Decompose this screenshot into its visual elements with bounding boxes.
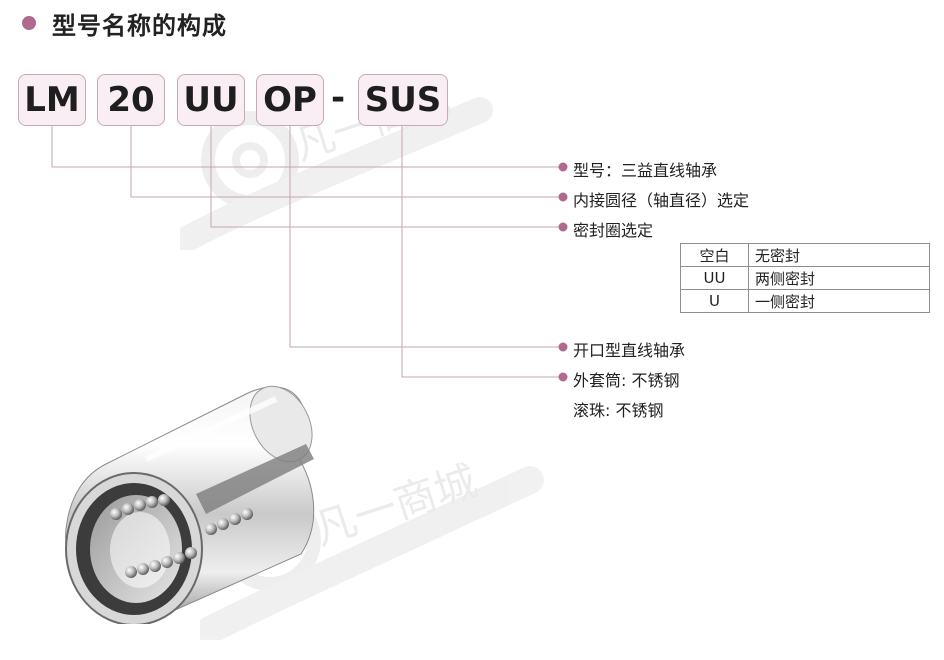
- bullet-dot-icon: [558, 342, 568, 352]
- bullet-dot-icon: [558, 372, 568, 382]
- desc-open-type: 开口型直线轴承: [573, 341, 686, 360]
- seal-code: U: [680, 289, 749, 313]
- leader-line-diameter: [130, 126, 560, 198]
- leader-line-material: [401, 126, 560, 378]
- desc-ball-material: 滚珠: 不锈钢: [573, 401, 664, 420]
- code-separator: -: [331, 78, 346, 118]
- desc-series: 型号：三益直线轴承: [573, 161, 718, 180]
- desc-seal: 密封圈选定: [573, 221, 654, 240]
- bullet-dot-icon: [22, 16, 36, 30]
- desc-diameter: 内接圆径（轴直径）选定: [573, 191, 750, 210]
- linear-bearing-image: [65, 385, 315, 624]
- seal-options-table: 空白 无密封 UU 两侧密封 U 一侧密封: [680, 243, 930, 313]
- code-box-open-type: OP: [256, 74, 324, 126]
- seal-meaning: 一侧密封: [748, 289, 930, 313]
- code-box-diameter: 20: [97, 74, 165, 126]
- code-box-series: LM: [18, 74, 86, 126]
- table-row: U 一侧密封: [680, 289, 930, 313]
- bullet-dot-icon: [558, 192, 568, 202]
- seal-code: UU: [680, 266, 749, 290]
- seal-code: 空白: [680, 243, 749, 267]
- code-box-material: SUS: [358, 74, 448, 126]
- seal-meaning: 无密封: [748, 243, 930, 267]
- seal-meaning: 两侧密封: [748, 266, 930, 290]
- code-box-seal: UU: [177, 74, 245, 126]
- bullet-dot-icon: [558, 162, 568, 172]
- table-row: UU 两侧密封: [680, 266, 930, 290]
- leader-line-seal: [210, 126, 560, 228]
- leader-line-open-type: [289, 126, 560, 348]
- table-row: 空白 无密封: [680, 243, 930, 267]
- section-title: 型号名称的构成: [22, 6, 227, 40]
- desc-sleeve-material: 外套筒: 不锈钢: [573, 371, 680, 390]
- leader-line-series: [51, 126, 560, 168]
- bullet-dot-icon: [558, 222, 568, 232]
- page-title: 型号名称的构成: [52, 11, 227, 40]
